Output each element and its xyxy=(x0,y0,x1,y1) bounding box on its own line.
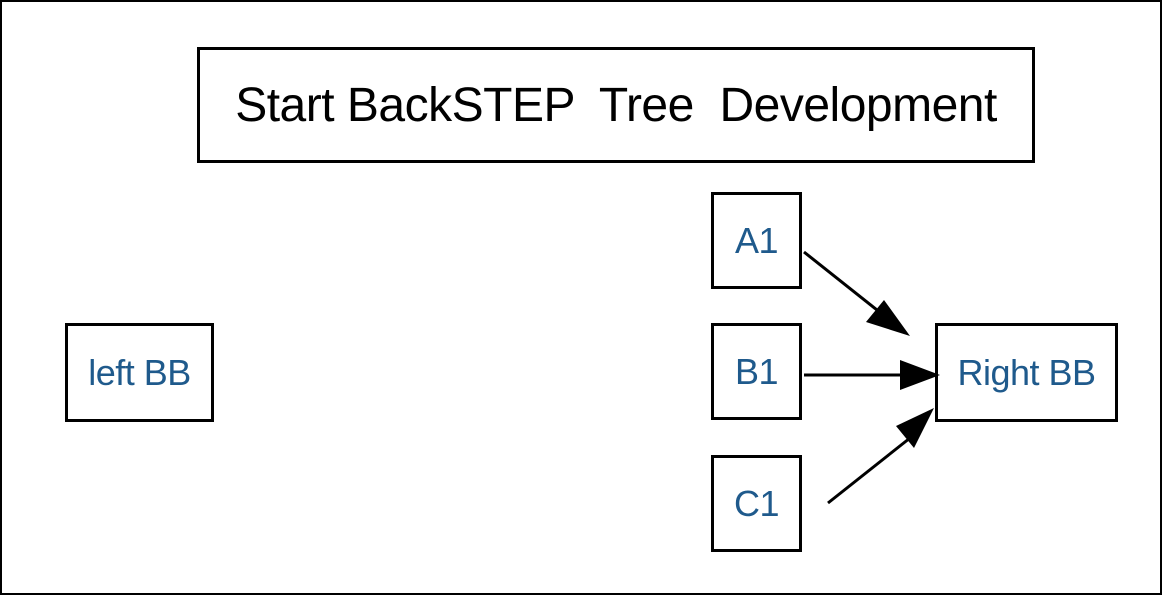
node-a1: A1 xyxy=(711,192,802,289)
arrowhead-c1 xyxy=(896,408,934,448)
arrowhead-a1 xyxy=(866,300,910,336)
edge-c1-to-right-bb xyxy=(827,436,911,505)
diagram-title: Start BackSTEP Tree Development xyxy=(197,47,1035,163)
node-b1: B1 xyxy=(711,323,802,420)
node-c1: C1 xyxy=(711,455,802,552)
node-right-bb: Right BB xyxy=(935,323,1118,422)
arrowhead-b1 xyxy=(900,360,940,390)
node-left-bb: left BB xyxy=(65,323,214,422)
